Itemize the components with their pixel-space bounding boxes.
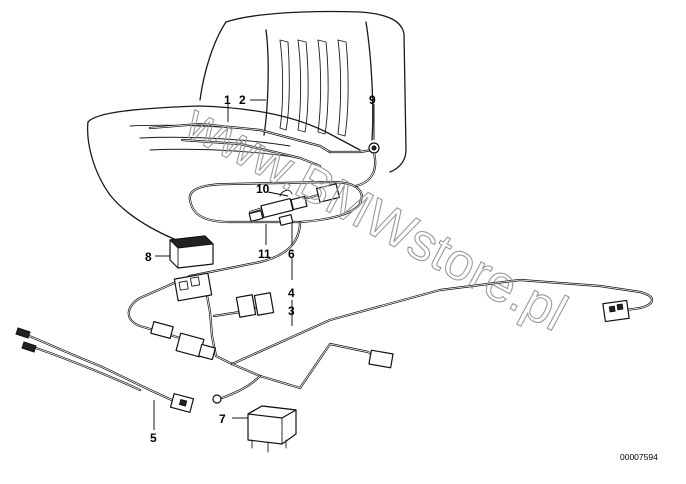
- callout-3: 3: [288, 304, 295, 318]
- harness-connectors: [150, 272, 630, 369]
- callout-2: 2: [239, 93, 246, 107]
- callout-leaders: [153, 99, 375, 430]
- callout-8: 8: [145, 250, 152, 264]
- watermark: www.BMWstore.pl: [175, 93, 576, 343]
- document-number: 00007594: [620, 452, 658, 462]
- relay: [247, 405, 297, 453]
- heated-seat-switch: [168, 235, 215, 269]
- seat-backrest: [199, 10, 407, 173]
- callout-7: 7: [219, 412, 226, 426]
- callout-10: 10: [256, 182, 270, 196]
- callout-6: 6: [288, 247, 295, 261]
- callout-11: 11: [258, 247, 271, 261]
- backrest-heating-wires: [148, 122, 374, 168]
- callout-9: 9: [369, 93, 376, 107]
- cushion-connectors: [248, 183, 340, 226]
- seat-heating-element: [188, 180, 364, 224]
- temperature-sensor: [354, 142, 380, 188]
- callout-1: 1: [224, 93, 231, 107]
- callout-5: 5: [150, 431, 157, 445]
- seat-cushion: [86, 105, 361, 249]
- callout-4: 4: [288, 286, 295, 300]
- extension-cable: [15, 327, 195, 413]
- callout-labels: 1 2 9 10 8 11 6 4 3 5 7: [145, 93, 376, 445]
